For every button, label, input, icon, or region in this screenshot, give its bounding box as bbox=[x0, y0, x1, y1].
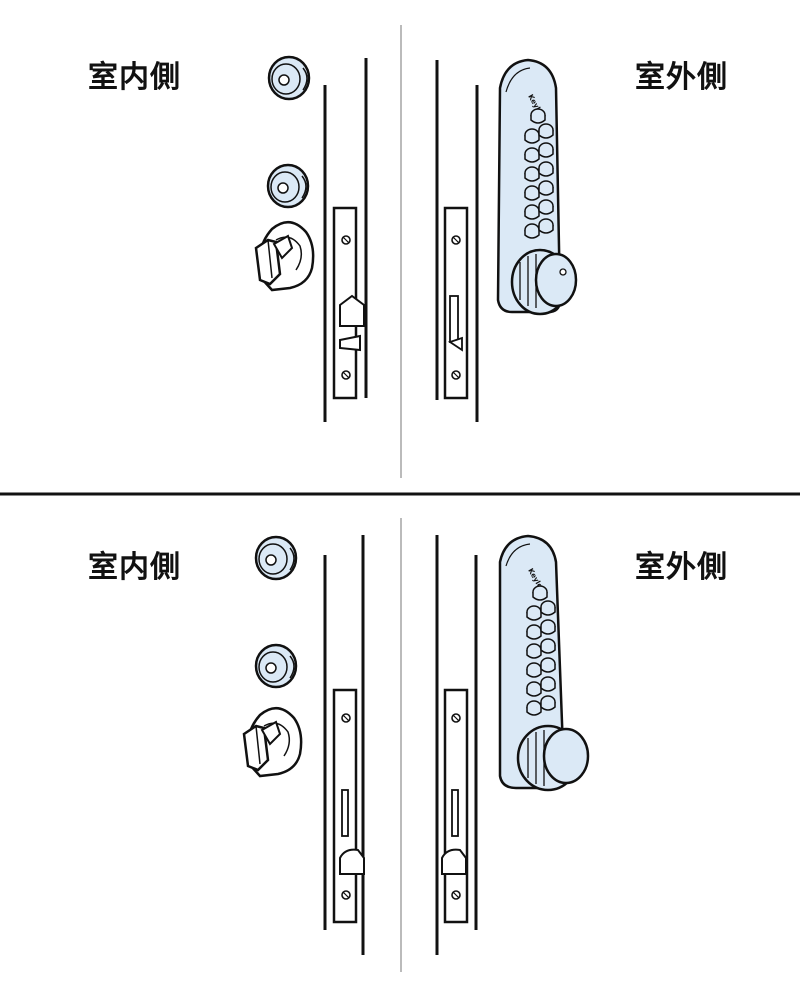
keypad-lock-bottom: Keylex bbox=[498, 534, 590, 792]
indoor-side-label-top: 室内側 bbox=[88, 60, 181, 95]
keypad-lock-top: Keylex bbox=[496, 58, 578, 316]
top-panel: Keylex bbox=[254, 25, 578, 478]
knob-upper-bottom bbox=[254, 535, 298, 581]
bottom-panel: Keylex bbox=[242, 518, 590, 972]
knob-lower-top bbox=[266, 163, 310, 209]
thumb-turn-top bbox=[254, 220, 315, 292]
knob-lower-bottom bbox=[254, 643, 298, 689]
knob-handle-bottom bbox=[516, 724, 590, 792]
knob-upper-top bbox=[267, 55, 311, 101]
knob-handle-top bbox=[510, 248, 578, 316]
outdoor-side-label-top: 室外側 bbox=[635, 60, 728, 95]
outdoor-side-label-bottom: 室外側 bbox=[635, 550, 728, 585]
thumb-turn-bottom bbox=[242, 706, 303, 778]
latch-bolt-top bbox=[339, 294, 365, 327]
latch-bolt-bottom bbox=[339, 848, 365, 875]
indoor-side-label-bottom: 室内側 bbox=[88, 550, 181, 585]
